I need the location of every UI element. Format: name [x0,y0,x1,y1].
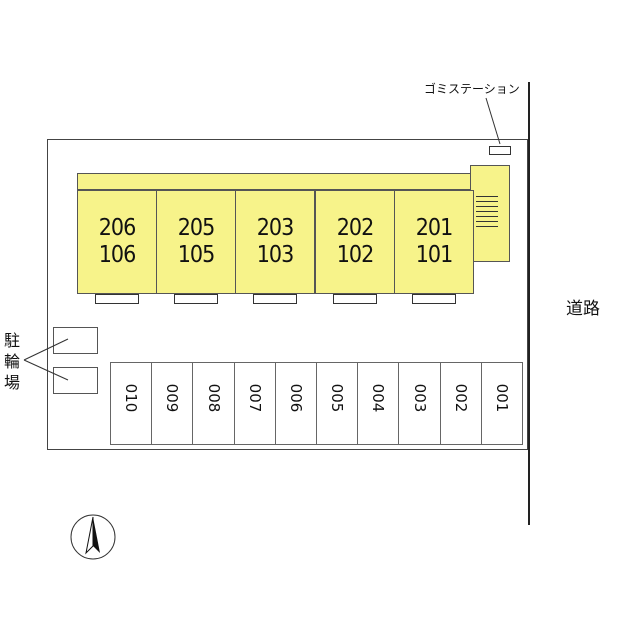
road-edge-line [528,82,530,525]
garbage-station-label: ゴミステーション [424,82,520,96]
parking-area: 010 009 008 007 006 005 004 003 002 001 [110,362,523,445]
road-label: 道路 [566,299,600,319]
parking-space[interactable]: 009 [152,363,194,444]
balcony [253,294,297,304]
unit-number-lower: 102 [336,242,374,268]
parking-space[interactable]: 008 [193,363,235,444]
parking-space-number: 009 [163,383,182,413]
bicycle-parking-area [53,327,98,354]
unit-block-202-102[interactable]: 202 102 [315,190,395,294]
parking-space[interactable]: 001 [482,363,522,444]
balcony [95,294,139,304]
unit-number-lower: 105 [177,242,215,268]
garbage-station-box [489,146,511,155]
staircase-steps [476,196,498,227]
parking-space[interactable]: 010 [111,363,153,444]
unit-number-upper: 205 [177,215,215,241]
bicycle-parking-area [53,367,98,394]
unit-block-205-105[interactable]: 205 105 [156,190,236,294]
parking-space-number: 010 [122,383,141,413]
parking-space-number: 007 [245,383,264,413]
balcony [412,294,456,304]
parking-space-number: 008 [204,383,223,413]
unit-number-upper: 206 [98,215,136,241]
balcony [174,294,218,304]
parking-space[interactable]: 004 [358,363,400,444]
unit-number-lower: 103 [256,242,294,268]
parking-space[interactable]: 006 [276,363,318,444]
bicycle-parking-label: 駐輪場 [4,331,21,392]
unit-number-lower: 106 [98,242,136,268]
parking-space-number: 005 [328,383,347,413]
unit-number-upper: 201 [415,215,453,241]
building-corridor [77,173,477,190]
north-arrow-icon [70,514,116,560]
parking-space-number: 004 [369,383,388,413]
unit-block-201-101[interactable]: 201 101 [394,190,474,294]
parking-space[interactable]: 007 [235,363,276,444]
parking-space-number: 002 [451,383,470,413]
unit-block-206-106[interactable]: 206 106 [77,190,157,294]
parking-space-number: 003 [410,383,429,413]
garbage-station-leader-line [485,97,501,145]
balcony [333,294,377,304]
parking-space-number: 006 [286,383,305,413]
parking-space[interactable]: 002 [441,363,482,444]
parking-space[interactable]: 003 [399,363,441,444]
unit-number-upper: 202 [336,215,374,241]
parking-space-number: 001 [492,383,511,413]
parking-space[interactable]: 005 [317,363,359,444]
unit-number-lower: 101 [415,242,453,268]
bicycle-parking-leader-lines [23,338,69,381]
unit-number-upper: 203 [256,215,294,241]
unit-block-203-103[interactable]: 203 103 [235,190,315,294]
